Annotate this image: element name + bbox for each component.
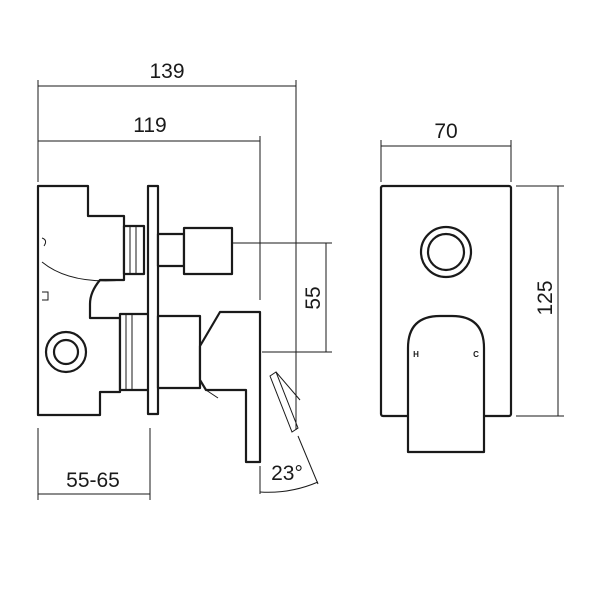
body-detail-top [41,237,47,247]
lever-handle-front [406,314,486,454]
dim-label-overall-depth: 139 [149,60,184,83]
cartridge-body [118,312,152,392]
diverter-spindle [122,224,146,276]
side-dimensions: 139 119 55 55-65 23° [37,60,332,500]
body-detail-mid [42,291,49,301]
side-elevation [36,184,301,464]
valve-body [36,184,126,417]
dim-label-lever-angle: 23° [271,462,303,485]
mixer-lever [156,310,262,464]
dim-label-centres: 55 [302,286,325,309]
dim-label-wall-cavity: 55-65 [66,469,120,492]
dim-arc-lever-angle [259,481,319,493]
dim-label-plate-height: 125 [534,280,557,315]
dim-label-plate-depth: 119 [133,114,166,137]
diverter-knob-front [419,225,473,279]
cover-plate-side [146,184,160,416]
dim-label-plate-width: 70 [434,120,457,143]
inlet-port [44,330,88,374]
front-dimensions: 70 125 [380,120,564,417]
cold-marking: C [473,350,479,359]
lever-raised-outline [269,371,299,433]
diverter-button [156,226,234,276]
front-elevation: H C [379,184,513,454]
body-curve [41,261,125,282]
hot-marking: H [413,350,419,359]
